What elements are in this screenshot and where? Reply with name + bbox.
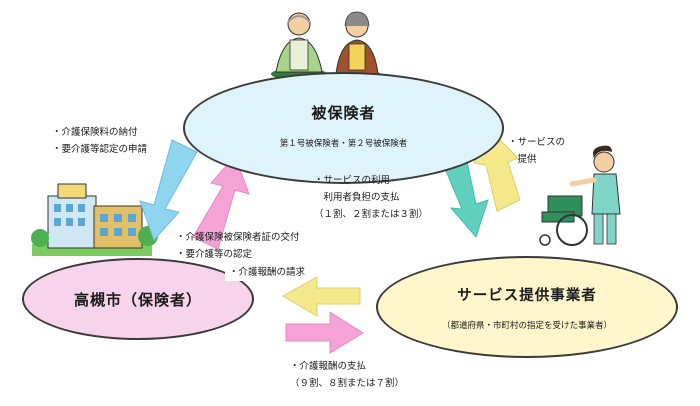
label-line: （１割、２割または３割） (314, 206, 428, 223)
label-line: 利用者負担の支払 (314, 189, 428, 206)
node-insurer: 高槻市（保険者） (22, 258, 254, 340)
node-provider-subtitle: （都道府県・市町村の指定を受けた事業者） (442, 319, 612, 331)
arrow-insured-to-insurer (140, 140, 197, 240)
label-line: ・要介護等の認定 (176, 246, 300, 263)
label-line: ・要介護等認定の申請 (52, 141, 147, 158)
label-line: ・介護保険被保険者証の交付 (176, 229, 300, 246)
label-insured-to-provider: ・サービスの利用 利用者負担の支払 （１割、２割または３割） (314, 172, 428, 223)
node-insurer-title: 高槻市（保険者） (74, 289, 202, 310)
node-provider: サービス提供事業者 （都道府県・市町村の指定を受けた事業者） (376, 256, 678, 358)
node-insured: 被保険者 第１号被保険者・第２号被保険者 (183, 72, 504, 184)
node-insured-title: 被保険者 (311, 102, 375, 123)
node-insured-subtitle: 第１号被保険者・第２号被保険者 (280, 137, 408, 149)
label-line: ・サービスの (508, 134, 565, 151)
label-line: 提供 (508, 151, 565, 168)
label-line: ・介護保険料の納付 (52, 124, 147, 141)
label-line: （９割、８割または７割） (290, 375, 404, 392)
label-line: ・サービスの利用 (314, 172, 428, 189)
arrow-provider-to-insurer (283, 277, 360, 316)
label-insurer-to-provider: ・介護報酬の支払 （９割、８割または７割） (290, 358, 404, 392)
label-provider-to-insured: ・サービスの 提供 (508, 134, 565, 168)
label-line: ・介護報酬の請求 (229, 264, 305, 281)
label-provider-to-insurer: ・介護報酬の請求 (225, 264, 309, 281)
label-line: ・介護報酬の支払 (290, 358, 404, 375)
label-insurer-to-insured: ・介護保険被保険者証の交付 ・要介護等の認定 (176, 229, 300, 263)
arrow-insurer-to-provider (286, 312, 363, 353)
label-insured-to-insurer: ・介護保険料の納付 ・要介護等認定の申請 (52, 124, 147, 158)
node-provider-title: サービス提供事業者 (457, 284, 597, 305)
